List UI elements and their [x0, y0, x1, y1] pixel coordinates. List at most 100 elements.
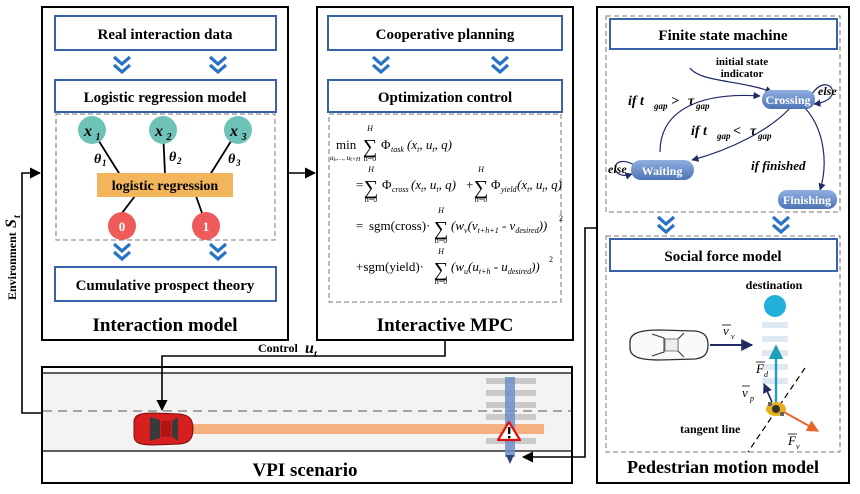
cooperative-planning-label: Cooperative planning [376, 27, 515, 43]
input-node-x1: x 1 [78, 116, 106, 144]
svg-text:if t: if t [691, 124, 708, 139]
svg-text:θ: θ [94, 152, 102, 167]
svg-text:1: 1 [102, 158, 107, 168]
svg-text:gap: gap [653, 101, 668, 111]
chevron-down-icon [771, 215, 791, 235]
svg-text:2: 2 [166, 132, 172, 143]
svg-text:Φ: Φ [381, 137, 391, 152]
condition-finished: if finished [751, 158, 806, 173]
svg-text:gap: gap [757, 131, 772, 141]
chevron-down-icon [656, 215, 676, 235]
svg-text:sgm(cross)·: sgm(cross)· [369, 218, 430, 233]
svg-text:1: 1 [203, 219, 210, 234]
svg-text:1: 1 [96, 132, 101, 143]
svg-text:t: t [12, 214, 23, 218]
vehicle-velocity-label: v v [722, 323, 735, 341]
state-waiting: Waiting [631, 160, 694, 180]
state-crossing: Crossing [762, 90, 815, 109]
svg-text:H: H [367, 165, 375, 174]
fsm-title: Finite state machine [658, 28, 787, 44]
svg-text:∑: ∑ [434, 218, 448, 240]
svg-text:if t: if t [628, 94, 645, 109]
environment-label: Environment S t [3, 214, 23, 300]
warning-icon [496, 420, 522, 442]
svg-text:<: < [733, 124, 741, 139]
svg-text:(xt, ut, q): (xt, ut, q) [407, 137, 452, 154]
svg-text:v: v [723, 323, 729, 338]
svg-text:h=0: h=0 [365, 195, 378, 204]
svg-text:τ: τ [750, 124, 757, 139]
input-node-x3: x 3 [224, 116, 252, 144]
pedestrian-path [505, 377, 515, 457]
svg-text:Environment: Environment [5, 232, 19, 300]
logistic-model-box [54, 79, 277, 113]
svg-text:h=0: h=0 [364, 154, 377, 163]
svg-text:x: x [154, 123, 163, 140]
svg-text:(wu(ut+h - udesired)): (wu(ut+h - udesired)) [451, 259, 540, 276]
chevron-down-icon [112, 55, 132, 75]
svg-text:x: x [83, 123, 92, 140]
chevron-down-icon [112, 242, 132, 262]
svg-text:2: 2 [176, 156, 182, 166]
svg-text:Crossing: Crossing [765, 93, 810, 107]
logistic-regression-block [97, 173, 233, 197]
input-node-x2: x 2 [149, 116, 177, 144]
regression-dashed-frame [55, 113, 276, 241]
svg-text:gap: gap [716, 131, 731, 141]
output-node-1: 1 [192, 212, 220, 240]
svg-text:t: t [314, 349, 318, 360]
fsm-title-box [609, 18, 838, 50]
road [43, 373, 571, 451]
svg-text:x: x [229, 123, 238, 140]
vpi-scenario-title: VPI scenario [252, 460, 357, 481]
svg-text:d: d [764, 370, 769, 379]
svg-text:cross: cross [392, 185, 409, 194]
svg-text:S: S [3, 219, 20, 228]
real-data-box [54, 15, 277, 51]
svg-text:(xt, ut, q): (xt, ut, q) [411, 177, 456, 194]
svg-text:Waiting: Waiting [642, 164, 683, 178]
interactive-mpc-panel: Cooperative planning Optimization contro… [316, 6, 574, 341]
fsm-dashed-frame [605, 15, 841, 213]
chevron-down-icon [371, 55, 391, 75]
optimization-control-label: Optimization control [378, 90, 512, 106]
weight-theta3: θ 3 [228, 152, 241, 168]
vehicle-outline-icon [629, 329, 709, 361]
svg-text:H: H [437, 247, 445, 256]
else-label-waiting: else [608, 162, 627, 176]
red-car-icon [133, 412, 194, 446]
cpt-label: Cumulative prospect theory [76, 278, 255, 294]
svg-text:Φ: Φ [491, 177, 501, 192]
svg-text:v: v [742, 385, 748, 400]
connections [21, 167, 597, 463]
svg-text:h=0: h=0 [475, 195, 488, 204]
cooperative-planning-box [327, 15, 563, 51]
interaction-model-title: Interaction model [92, 315, 237, 336]
social-force-dashed-frame [605, 235, 841, 453]
svg-text:+: + [466, 177, 473, 192]
svg-text:Finishing: Finishing [783, 193, 831, 207]
svg-text:Φ: Φ [382, 177, 392, 192]
svg-text:+sgm(yield)·: +sgm(yield)· [356, 259, 424, 274]
svg-text:Control: Control [258, 341, 298, 355]
svg-text:(wv(vt+h+1 - vdesired)): (wv(vt+h+1 - vdesired)) [451, 218, 547, 235]
svg-text:h=0: h=0 [435, 277, 448, 286]
weight-theta1: θ 1 [94, 152, 107, 168]
svg-text:2: 2 [549, 255, 553, 264]
svg-text:3: 3 [241, 132, 247, 143]
pedestrian-motion-panel: Finite state machine initial state indic… [596, 6, 850, 484]
social-force-title-box [609, 238, 838, 272]
svg-text:>: > [671, 94, 679, 109]
svg-text:H: H [366, 124, 374, 133]
state-finishing: Finishing [778, 190, 837, 209]
condition-gap-greater: if t gap > τ gap [628, 94, 710, 111]
svg-text:2: 2 [559, 214, 563, 223]
equation-dashed-frame [328, 113, 562, 303]
equation-line-2: = H ∑ h=0 Φ cross (xt, ut, q) + H ∑ h=0 … [356, 165, 562, 204]
pedestrian-icon [766, 402, 786, 416]
interaction-model-panel: Real interaction data Logistic regressio… [41, 6, 289, 341]
condition-gap-less: if t gap < τ gap [691, 124, 772, 141]
tangent-line-label: tangent line [680, 422, 741, 436]
svg-text:v: v [796, 442, 800, 451]
